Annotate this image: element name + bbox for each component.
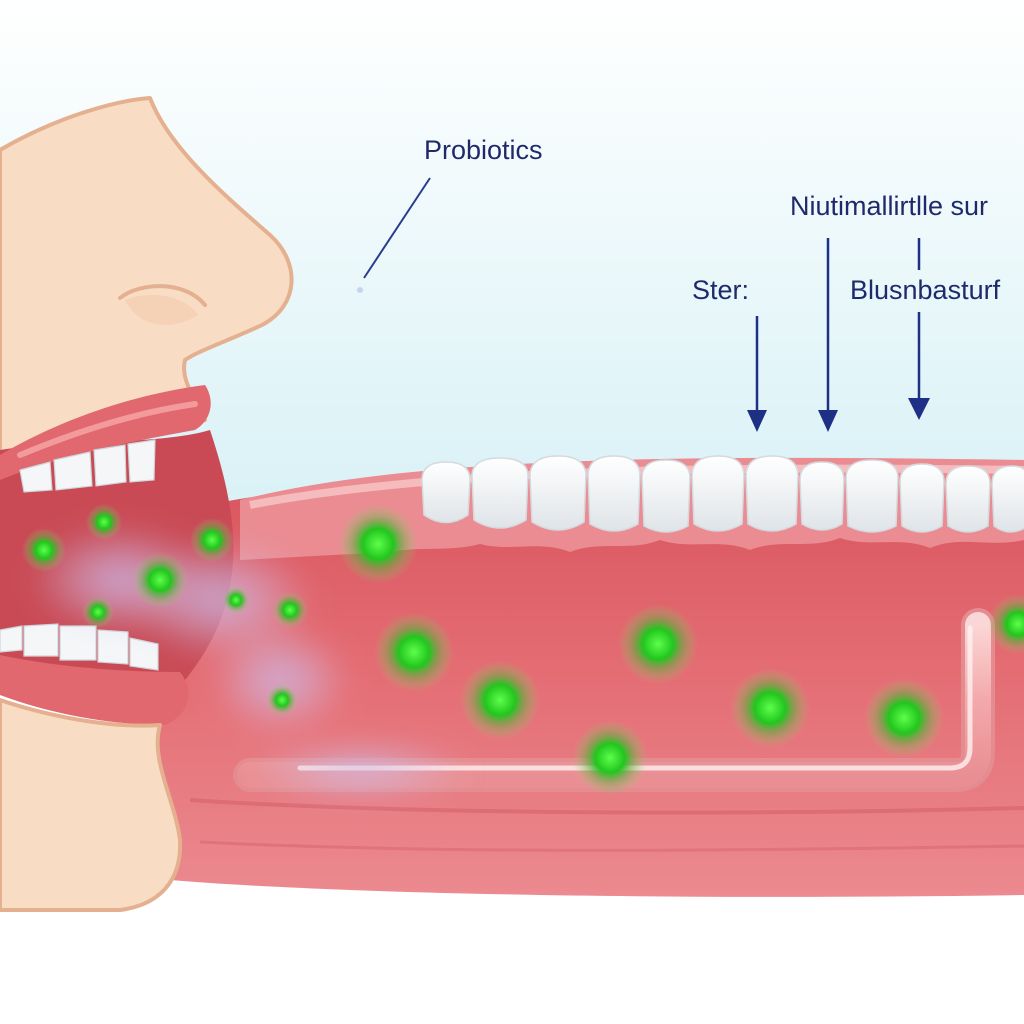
label-ster: Ster: (692, 275, 750, 305)
nostril (118, 284, 207, 307)
arrow-down-icon (818, 238, 838, 432)
bacteria-dot-icon (460, 660, 540, 740)
sky-haze (0, 0, 1024, 520)
front-upper-teeth (19, 439, 156, 493)
bacteria-dot-icon (988, 594, 1024, 654)
label-blush-surface: Blusnbasturf (850, 275, 1001, 305)
face-profile (0, 96, 294, 472)
arrow-down-icon (747, 316, 767, 432)
tooth-icon (745, 455, 799, 532)
tooth-icon (641, 459, 691, 533)
bacteria-dot-icon (338, 504, 418, 584)
lower-lip (0, 655, 189, 725)
tooth-icon (529, 455, 587, 531)
bacteria-dot-icon (190, 518, 234, 562)
bacteria-dot-icon (86, 504, 122, 540)
tooth-icon (799, 461, 845, 531)
bacteria-dot-icon (272, 592, 308, 628)
salivary-duct-inner (237, 612, 991, 788)
tissue-shade-line (189, 798, 1024, 815)
tooth-icon (587, 455, 641, 532)
probiotics-leader-line (363, 177, 431, 279)
leader-fade (357, 287, 363, 293)
tooth-icon (991, 465, 1024, 533)
arrow-down-icon (908, 238, 930, 420)
lip-highlight (17, 401, 198, 458)
bacteria-dot-icon (22, 528, 66, 572)
bacteria-cluster (22, 504, 1024, 796)
bacteria-dot-icon (266, 684, 298, 716)
bacteria-dot-icon (572, 720, 648, 796)
tooth-icon (127, 439, 156, 483)
tooth-icon (97, 629, 129, 665)
tooth-icon (691, 455, 745, 532)
bacteria-dot-icon (132, 552, 188, 608)
bacteria-dot-icon (618, 604, 698, 684)
bacteria-dot-icon (730, 668, 810, 748)
bacteria-dot-icon (374, 612, 454, 692)
nose-shade (125, 295, 198, 325)
tooth-icon (129, 637, 159, 671)
tooth-icon (845, 459, 899, 533)
tooth-icon (53, 451, 93, 491)
tissue-shade-line (199, 840, 1024, 852)
tooth-icon (471, 457, 529, 529)
tooth-icon (421, 461, 471, 524)
duct-highlight (297, 625, 973, 771)
tooth-icon (19, 461, 53, 493)
upper-teeth-row (421, 455, 1024, 533)
tooth-icon (945, 465, 991, 533)
label-probiotics: Probiotics (424, 135, 543, 165)
tooth-icon (93, 444, 127, 487)
tooth-icon (23, 623, 59, 657)
bacteria-dot-icon (222, 586, 250, 614)
tooth-icon (0, 625, 23, 653)
chin (0, 698, 183, 912)
label-nutrient-surface: Niutimallirtlle sur (790, 191, 989, 221)
bacteria-dot-icon (82, 596, 114, 628)
bacteria-dot-icon (864, 678, 944, 758)
tooth-icon (899, 463, 945, 533)
